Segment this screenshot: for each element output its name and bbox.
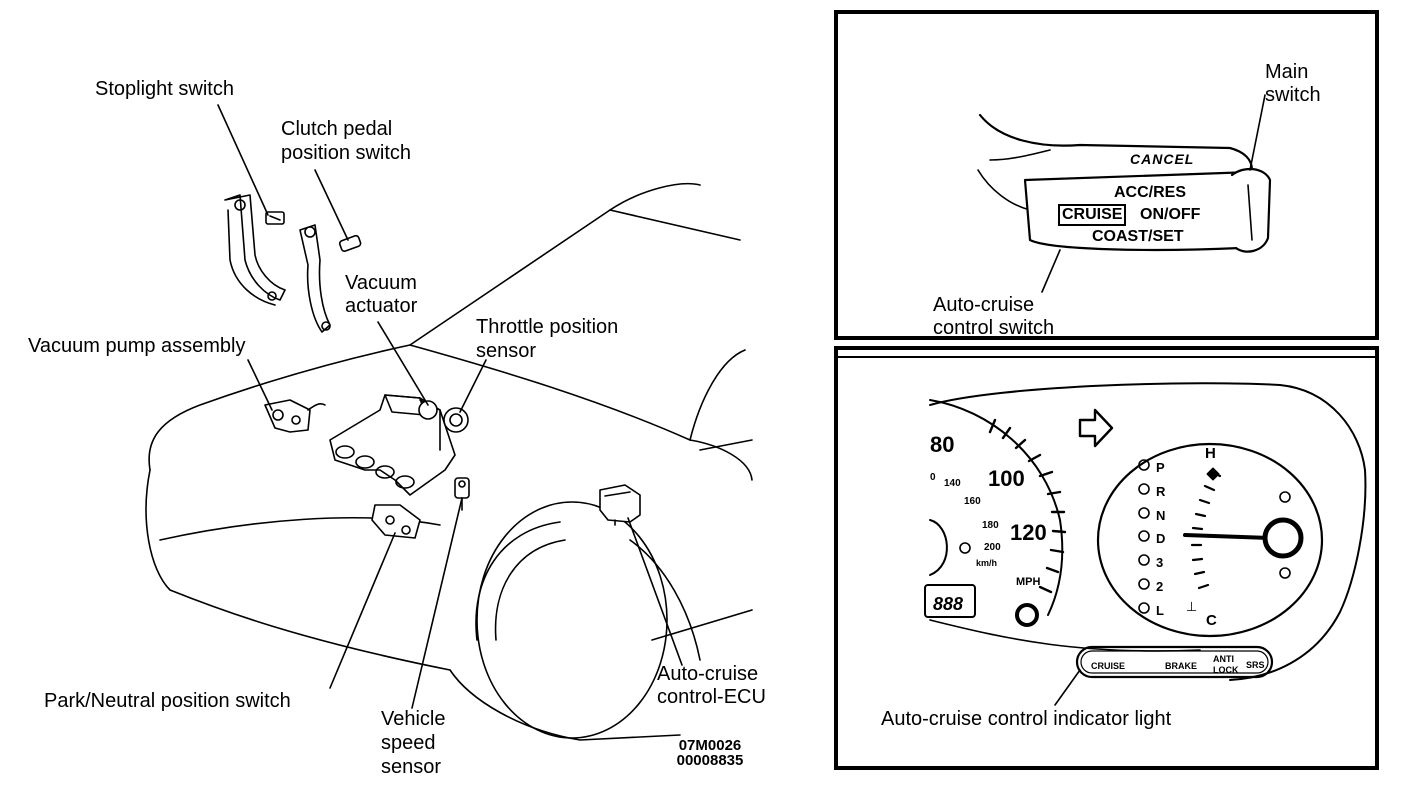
instrument-cluster-art: [924, 382, 1367, 706]
lever-cruise-label: CRUISE: [1058, 204, 1127, 226]
figure-code-1: 07M0026: [678, 737, 742, 754]
switch-detail-panel: Main switch CANCEL ACC/RES CRUISE ON/OFF…: [834, 10, 1379, 340]
label-vacuum-actuator-1: Vacuum: [345, 272, 417, 294]
temp-hot-label: H: [1205, 445, 1216, 462]
lever-acc-res-label: ACC/RES: [1114, 184, 1187, 201]
cluster-detail-panel: 80 100 120 0 140 160 180 200 km/h MPH 88…: [834, 346, 1379, 770]
gear-2: 2: [1156, 579, 1164, 594]
park-neutral-switch-part: [371, 504, 421, 539]
speed-120: 120: [1010, 520, 1047, 545]
label-main-switch-1: Main: [1265, 61, 1309, 83]
intake-manifold: [329, 394, 469, 496]
label-vss-1: Vehicle: [381, 708, 446, 730]
gear-3: 3: [1156, 555, 1164, 570]
speed-80: 80: [930, 432, 955, 457]
label-main-switch-2: switch: [1265, 84, 1321, 106]
indicator-lock: LOCK: [1213, 665, 1239, 675]
mph-unit: MPH: [1016, 576, 1041, 588]
label-vss-2: speed: [381, 732, 436, 754]
label-indicator-light: Auto-cruise control indicator light: [881, 708, 1172, 730]
gear-p: P: [1156, 460, 1165, 475]
kmh-160: 160: [964, 496, 981, 507]
label-vacuum-pump: Vacuum pump assembly: [28, 335, 246, 357]
gear-n: N: [1156, 508, 1166, 523]
indicator-srs: SRS: [1246, 660, 1265, 670]
label-vacuum-actuator-2: actuator: [345, 295, 418, 317]
label-throttle-sensor-2: sensor: [476, 340, 537, 362]
label-acc-switch-2: control switch: [933, 317, 1055, 339]
odometer-display: 888: [933, 594, 964, 614]
kmh-140: 140: [944, 478, 961, 489]
label-acc-switch-1: Auto-cruise: [933, 294, 1035, 316]
gear-r: R: [1156, 484, 1166, 499]
front-wheel: [475, 501, 668, 739]
kmh-200: 200: [984, 542, 1001, 553]
indicator-brake: BRAKE: [1165, 661, 1198, 671]
speed-100: 100: [988, 466, 1025, 491]
indicator-anti: ANTI: [1213, 654, 1234, 664]
label-throttle-sensor-1: Throttle position: [476, 316, 619, 338]
kmh-180: 180: [982, 520, 999, 531]
leader-lines: [217, 104, 683, 709]
indicator-cruise: CRUISE: [1091, 661, 1126, 671]
kmh-120: 0: [930, 472, 936, 483]
switch-lever-art: [977, 94, 1272, 293]
vacuum-pump-part: [264, 399, 326, 433]
vehicle-speed-sensor-part: [454, 477, 470, 511]
label-acc-ecu-1: Auto-cruise: [657, 663, 759, 685]
temp-thermometer-icon: ⊥: [1186, 600, 1198, 615]
acc-ecu-part: [599, 484, 641, 526]
lever-on-off-label: ON/OFF: [1140, 206, 1201, 223]
lever-coast-set-label: COAST/SET: [1092, 228, 1184, 245]
label-clutch-pedal-switch-2: position switch: [281, 142, 412, 164]
label-stoplight-switch: Stoplight switch: [95, 78, 234, 100]
label-vss-3: sensor: [381, 756, 442, 778]
label-park-neutral-switch: Park/Neutral position switch: [44, 690, 291, 712]
panel-top-rule: [838, 356, 1375, 358]
gear-d: D: [1156, 531, 1166, 546]
label-acc-ecu-2: control-ECU: [657, 686, 766, 708]
gear-l: L: [1156, 603, 1164, 618]
car-body-outline: [145, 182, 753, 741]
clutch-switch-bracket: [299, 224, 362, 333]
figure-code-2: 00008835: [676, 752, 744, 769]
lever-cancel-label: CANCEL: [1130, 151, 1195, 167]
temp-cold-label: C: [1206, 612, 1217, 629]
label-clutch-pedal-switch-1: Clutch pedal: [281, 118, 393, 140]
kmh-unit: km/h: [976, 558, 998, 568]
stoplight-switch-bracket: [224, 194, 286, 306]
